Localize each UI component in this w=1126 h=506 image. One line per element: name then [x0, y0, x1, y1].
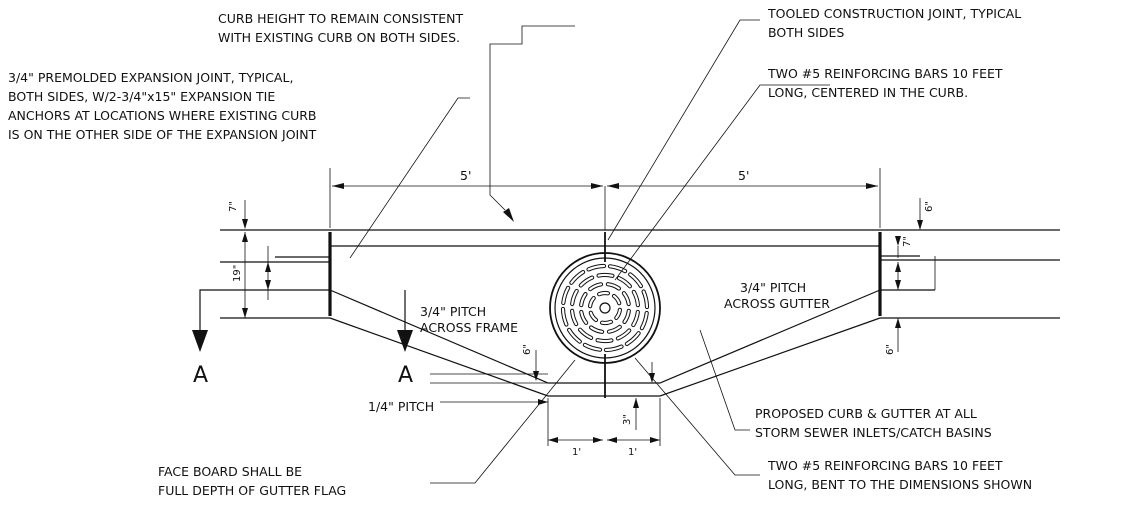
dim-seven-left: 7" — [228, 201, 239, 212]
note-expansion-joint-line-4: IS ON THE OTHER SIDE OF THE EXPANSION JO… — [8, 127, 317, 142]
dim-one-left: 1' — [572, 447, 581, 458]
note-curb-height-line-1: CURB HEIGHT TO REMAIN CONSISTENT — [218, 11, 464, 26]
grate-slot-opening — [607, 325, 621, 333]
note-expansion-joint-line-1: 3/4" PREMOLDED EXPANSION JOINT, TYPICAL, — [8, 70, 293, 85]
dim-seven-right: 7" — [902, 236, 913, 247]
grate-slot-opening — [598, 291, 609, 296]
grate-slot-opening — [570, 271, 585, 284]
grate-slot-opening — [640, 311, 648, 330]
dim-one-right: 1' — [628, 447, 637, 458]
section-cut-left — [192, 289, 275, 352]
grate-slots — [560, 263, 650, 353]
note-tooled-joint-line-2: BOTH SIDES — [768, 25, 844, 40]
grate-slot-opening — [642, 290, 649, 309]
grate-slot-opening — [616, 329, 631, 340]
section-cut-right — [397, 290, 413, 352]
grate-slot-opening — [589, 311, 598, 322]
grate-slot-opening — [568, 328, 581, 343]
grate-slot-opening — [606, 283, 620, 290]
note-pitch-quarter: 1/4" PITCH — [368, 399, 434, 414]
dim-right-span: 5' — [738, 168, 749, 183]
note-pitch-gutter-line-1: 3/4" PITCH — [740, 280, 806, 295]
grate-slot-opening — [579, 276, 594, 287]
note-reinforcing-centered-line-1: TWO #5 REINFORCING BARS 10 FEET — [767, 66, 1003, 81]
grate-slot-opening — [589, 283, 603, 291]
dimension-lines — [242, 168, 936, 446]
note-curb-height-line-2: WITH EXISTING CURB ON BOTH SIDES. — [218, 30, 460, 45]
note-expansion-joint-line-3: ANCHORS AT LOCATIONS WHERE EXISTING CURB — [8, 108, 317, 123]
grate-slot-opening — [579, 328, 593, 339]
grate-slot-opening — [562, 286, 570, 305]
note-face-board-line-2: FULL DEPTH OF GUTTER FLAG — [158, 483, 346, 498]
grate-slot-opening — [632, 310, 639, 327]
grate-slot-opening — [583, 343, 602, 351]
grate-slot-opening — [580, 293, 587, 307]
dim-left-span: 5' — [460, 168, 471, 183]
dim-six-top-right: 6" — [924, 201, 935, 212]
note-expansion-joint-line-2: BOTH SIDES, W/2-3/4"x15" EXPANSION TIE — [8, 89, 275, 104]
grate-slot-opening — [587, 264, 606, 271]
grate-slot-opening — [612, 294, 621, 305]
grate-slot-opening — [596, 339, 613, 343]
inlet-grate — [549, 252, 661, 364]
dim-three: 3" — [622, 414, 633, 425]
note-tooled-joint-line-1: TOOLED CONSTRUCTION JOINT, TYPICAL — [767, 6, 1021, 21]
grate-slot-opening — [623, 309, 630, 323]
grate-slot-opening — [608, 265, 627, 273]
grate-slot-opening — [589, 297, 595, 308]
grate-slot-opening — [622, 292, 630, 306]
grate-slot-opening — [571, 309, 578, 326]
grate-slot-opening — [590, 326, 604, 333]
dim-six-bottom-right: 6" — [885, 344, 896, 355]
section-mark-left: A — [193, 363, 208, 388]
dim-six-frame: 6" — [522, 344, 533, 355]
grate-slot-opening — [617, 277, 631, 288]
dim-nineteen: 19" — [232, 265, 243, 282]
gutter-flag-upper — [329, 289, 881, 384]
grate-slot-opening — [571, 289, 578, 306]
section-mark-right: A — [398, 363, 413, 388]
grate-slot-opening — [604, 345, 623, 352]
grate-slot-opening — [580, 310, 588, 324]
note-pitch-frame-line-1: 3/4" PITCH — [420, 304, 486, 319]
grate-slot-opening — [597, 273, 614, 277]
grate-slot-opening — [615, 308, 621, 319]
grate-slot-opening — [625, 332, 640, 345]
note-proposed-curb-line-1: PROPOSED CURB & GUTTER AT ALL — [755, 406, 977, 421]
note-reinforcing-bent-line-1: TWO #5 REINFORCING BARS 10 FEET — [767, 458, 1003, 473]
note-pitch-gutter-line-2: ACROSS GUTTER — [724, 296, 830, 311]
note-reinforcing-centered-line-2: LONG, CENTERED IN THE CURB. — [768, 85, 968, 100]
plan-lines — [220, 229, 1060, 397]
note-proposed-curb-line-2: STORM SEWER INLETS/CATCH BASINS — [755, 425, 992, 440]
note-reinforcing-bent-line-2: LONG, BENT TO THE DIMENSIONS SHOWN — [768, 477, 1032, 492]
gutter-flag-lower — [329, 317, 881, 397]
grate-slot-opening — [601, 320, 612, 325]
leader-lines — [349, 19, 830, 484]
grate-slot-opening — [629, 273, 642, 288]
note-face-board-line-1: FACE BOARD SHALL BE — [158, 464, 302, 479]
grate-slot-opening — [632, 290, 639, 307]
note-pitch-frame-line-2: ACROSS FRAME — [420, 320, 518, 335]
grate-slot-opening — [561, 307, 568, 326]
